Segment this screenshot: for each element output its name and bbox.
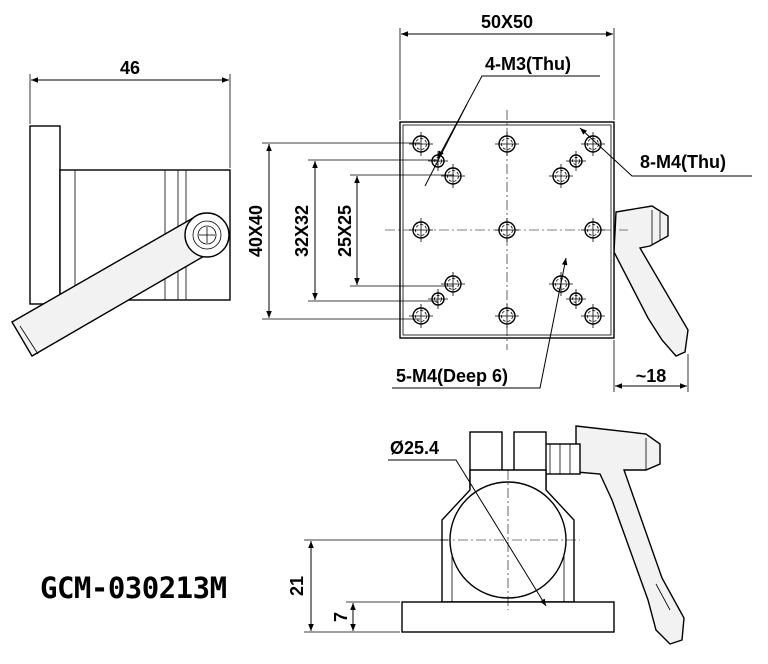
top-view: 50X50 40X40 32X32 25X25 4-M3(Thu) 8-M4(T…	[246, 12, 752, 392]
dim-center-height: 21	[287, 576, 307, 596]
dim-bore-diameter: Ø25.4	[390, 438, 439, 458]
dim-side-width: 46	[120, 58, 140, 78]
callout-m3-holes: 4-M3(Thu)	[485, 54, 571, 74]
hole-m4	[495, 132, 519, 156]
hole-m4	[581, 132, 605, 156]
hole-m4	[495, 304, 519, 328]
hole-m4	[409, 132, 433, 156]
hole-deep	[441, 164, 465, 188]
hole-deep	[441, 272, 465, 296]
hole-m3	[566, 151, 586, 171]
hole-m4	[409, 218, 433, 242]
clamp-base	[401, 601, 615, 633]
dim-base-thickness: 7	[331, 612, 351, 622]
model-number: GCM-030213M	[40, 571, 227, 605]
dim-height-32: 32X32	[292, 205, 312, 257]
side-view: 46	[11, 58, 231, 357]
callout-m4-deep: 5-M4(Deep 6)	[396, 366, 508, 386]
mounting-holes	[409, 132, 605, 328]
dim-plate-size: 50X50	[481, 12, 533, 32]
hole-m4	[495, 218, 519, 242]
hole-deep	[549, 164, 573, 188]
top-lever	[613, 205, 689, 357]
hole-m3	[428, 151, 448, 171]
hole-m3	[566, 289, 586, 309]
hole-m4	[581, 218, 605, 242]
hole-m4	[409, 304, 433, 328]
hole-m4	[581, 304, 605, 328]
front-lever	[575, 425, 685, 645]
hole-m3	[428, 289, 448, 309]
dim-height-25: 25X25	[335, 205, 355, 257]
side-mount-plate	[29, 125, 61, 305]
callout-m4-through: 8-M4(Thu)	[640, 152, 726, 172]
front-view: Ø25.4 21 7	[287, 425, 685, 645]
dim-lever-reach: ~18	[636, 366, 667, 386]
dim-height-40: 40X40	[246, 205, 266, 257]
